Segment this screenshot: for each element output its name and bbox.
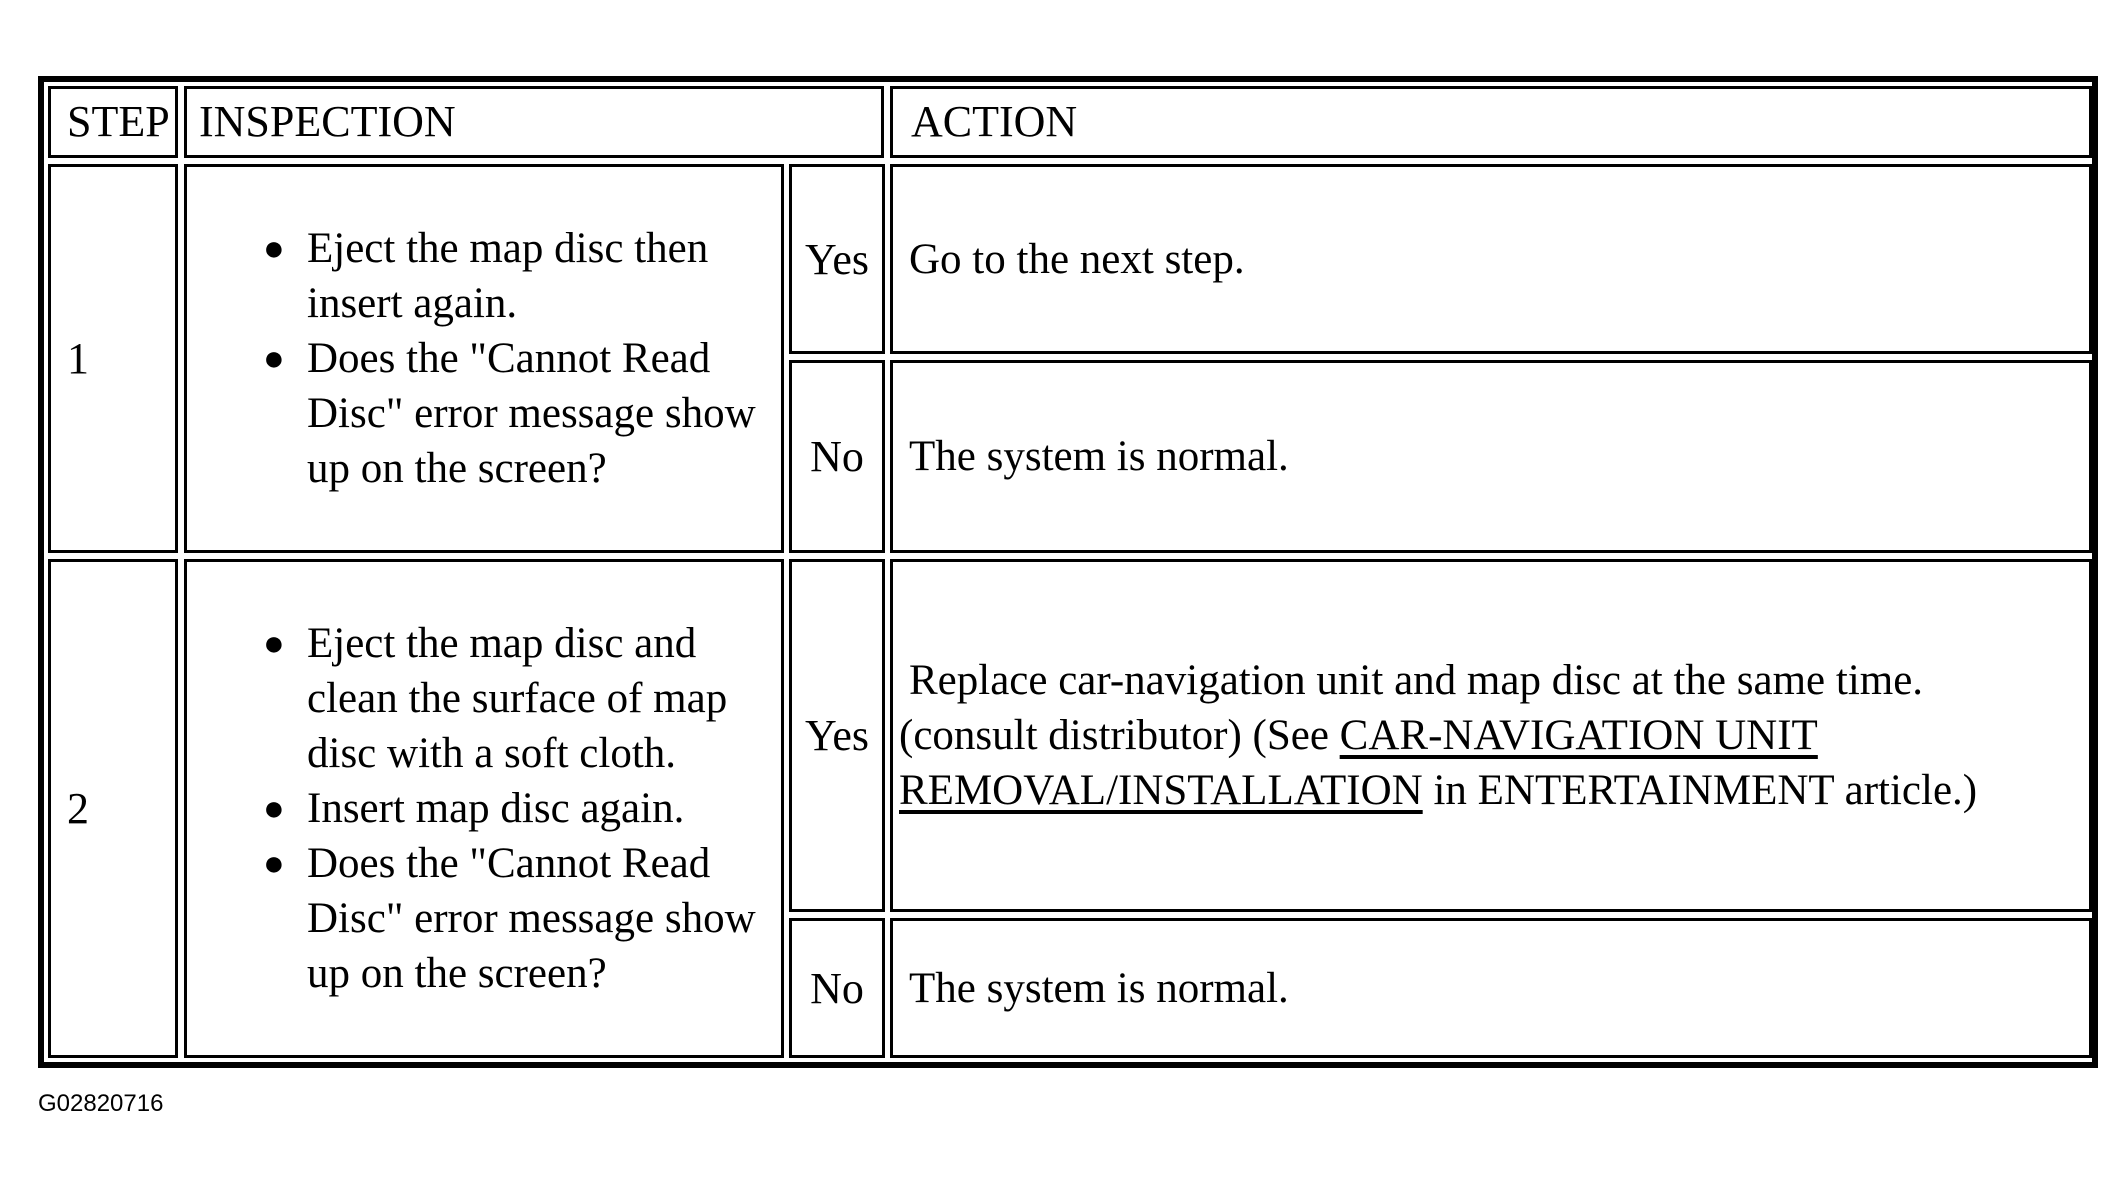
step-2-no-action: The system is normal. — [890, 918, 2092, 1058]
troubleshooting-table: STEP INSPECTION ACTION 1 ●Eject the map … — [38, 76, 2098, 1068]
header-inspection: INSPECTION — [184, 86, 884, 158]
step-2-yes-action: Replace car-navigation unit and map disc… — [890, 559, 2092, 912]
step-1-no-action: The system is normal. — [890, 360, 2092, 553]
step-2-yes-action-text: Replace car-navigation unit and map disc… — [899, 653, 2079, 818]
action-line: Replace car-navigation unit and map disc… — [909, 657, 1924, 704]
bullet-icon: ● — [263, 338, 285, 378]
step-2-number-text: 2 — [67, 784, 89, 833]
bullet-icon: ● — [263, 228, 285, 268]
header-action-label: ACTION — [911, 97, 1078, 146]
step-2-no-label: No — [789, 918, 885, 1058]
action-line: (consult distributor) (See CAR-NAVIGATIO… — [899, 712, 1978, 814]
bullet-icon: ● — [263, 843, 285, 883]
header-step-label: STEP — [67, 97, 170, 146]
step-2-inspection: ●Eject the map disc and clean the surfac… — [184, 559, 784, 1058]
step-1-no-label: No — [789, 360, 885, 553]
list-item: ●Does the "Cannot Read Disc" error messa… — [263, 331, 781, 496]
list-item: ●Insert map disc again. — [263, 781, 781, 836]
step-1-yes-action: Go to the next step. — [890, 164, 2092, 354]
list-item: ●Does the "Cannot Read Disc" error messa… — [263, 836, 781, 1001]
car-navigation-unit-link[interactable]: CAR-NAVIGATION UNIT REMOVAL/INSTALLATION — [899, 712, 1818, 814]
header-inspection-label: INSPECTION — [199, 97, 456, 146]
step-1-inspection-list: ●Eject the map disc then insert again. ●… — [187, 221, 781, 496]
step-1-number: 1 — [48, 164, 178, 553]
step-2-inspection-list: ●Eject the map disc and clean the surfac… — [187, 616, 781, 1001]
bullet-icon: ● — [263, 788, 285, 828]
bullet-icon: ● — [263, 623, 285, 663]
list-item: ●Eject the map disc then insert again. — [263, 221, 781, 331]
header-action: ACTION — [890, 86, 2092, 158]
list-item: ●Eject the map disc and clean the surfac… — [263, 616, 781, 781]
step-1-inspection: ●Eject the map disc then insert again. ●… — [184, 164, 784, 553]
figure-id: G02820716 — [38, 1090, 164, 1117]
step-2-number: 2 — [48, 559, 178, 1058]
step-2-yes-label: Yes — [789, 559, 885, 912]
step-1-number-text: 1 — [67, 334, 89, 383]
step-1-yes-label: Yes — [789, 164, 885, 354]
header-step: STEP — [48, 86, 178, 158]
